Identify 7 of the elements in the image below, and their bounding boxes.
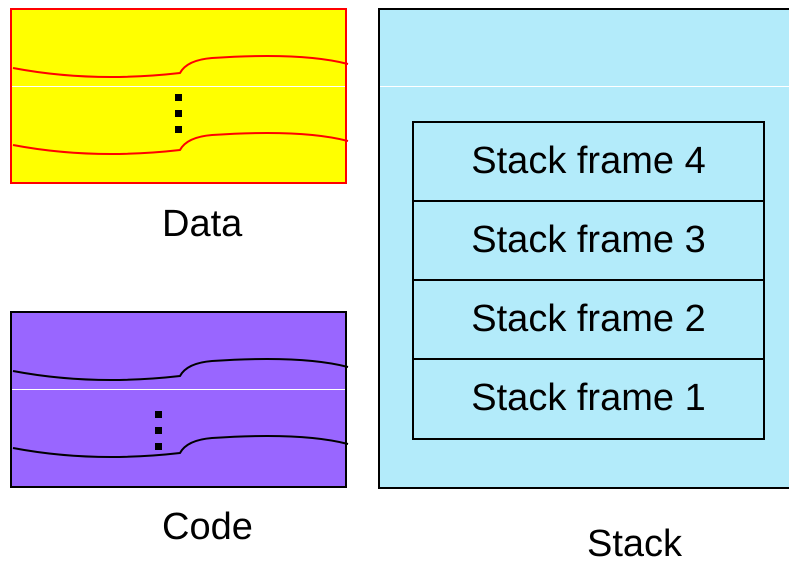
segment-label: Code [162,505,253,549]
stack-frame: Stack frame 4 [412,121,765,202]
stack-frame: Stack frame 3 [412,200,765,281]
segment-label: Stack [587,522,682,563]
stack-frame: Stack frame 2 [412,279,765,360]
stack-frame: Stack frame 1 [412,358,765,440]
segment-label: Data [162,202,242,246]
